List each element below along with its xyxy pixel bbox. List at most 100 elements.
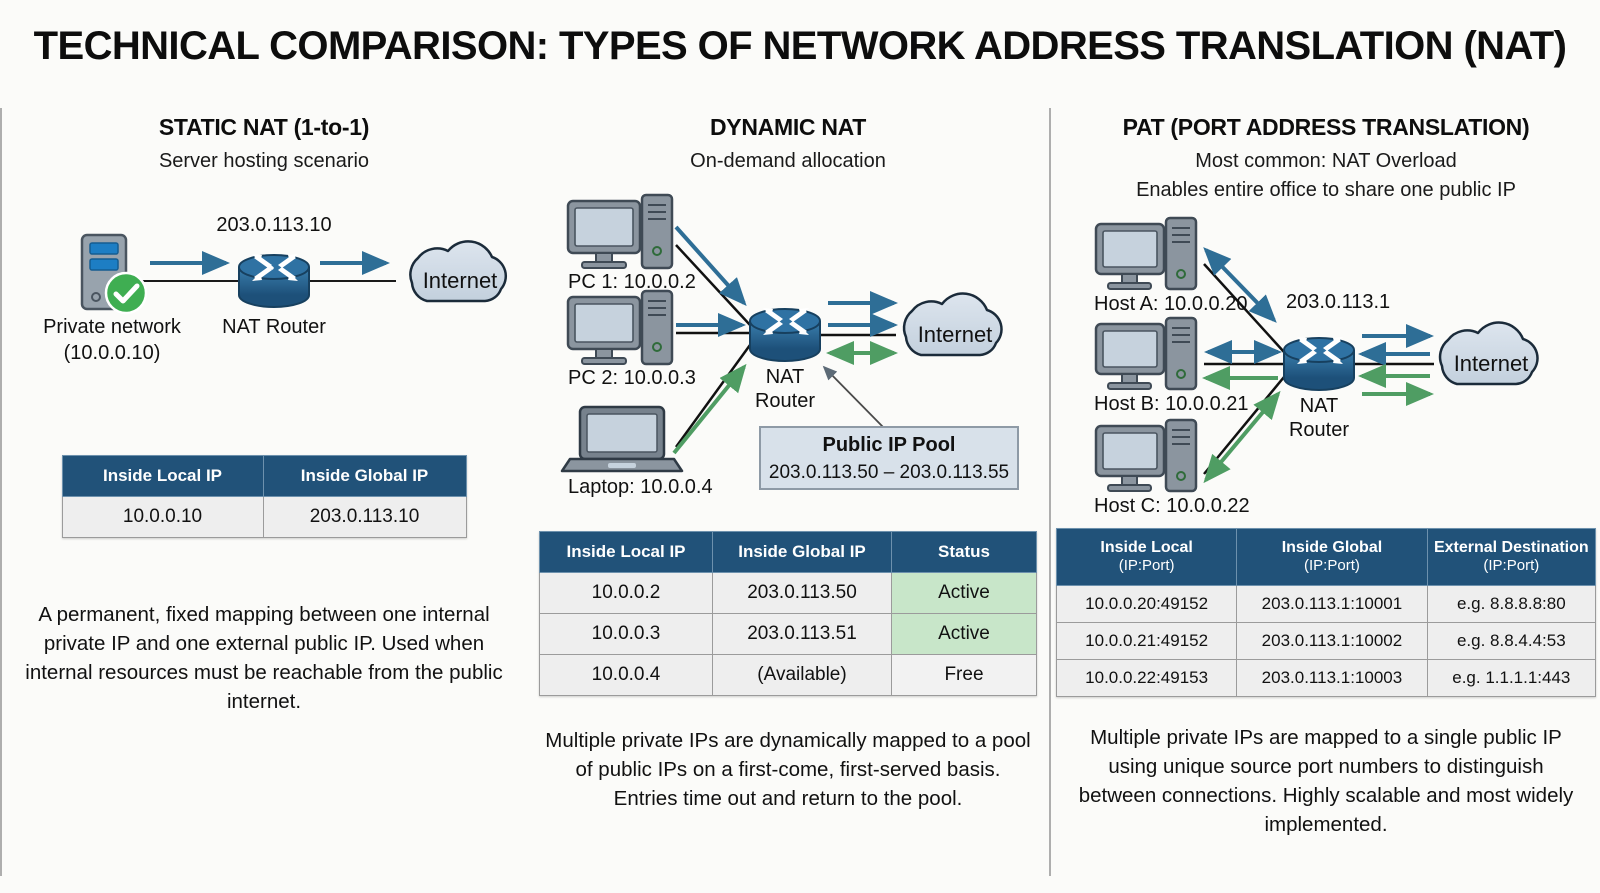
- router-label-static: NAT Router: [222, 316, 326, 338]
- panel-subtitle-static: Server hosting scenario: [158, 150, 370, 172]
- host-label-dyn-1: PC 1: 10.0.0.2: [568, 271, 696, 293]
- dynamic-nat-svg: PC 1: 10.0.0.2 PC 2: 10.0.0.3: [560, 193, 1019, 498]
- cell-status: Active: [891, 612, 1037, 655]
- header-sub: (IP:Port): [1483, 557, 1540, 575]
- cell-inside-local: 10.0.0.21:49152: [1055, 621, 1238, 660]
- col-header-external-destination: External Destination (IP:Port): [1426, 528, 1597, 586]
- table-header-row: Inside Local (IP:Port) Inside Global (IP…: [1055, 528, 1597, 586]
- col-header-inside-global: Inside Global (IP:Port): [1236, 528, 1428, 586]
- host-label-dyn-3: Laptop: 10.0.0.4: [568, 476, 713, 498]
- cell-inside-local: 10.0.0.4: [539, 653, 713, 696]
- laptop-icon: [560, 405, 684, 473]
- desktop-pc-icon: [566, 193, 674, 270]
- header-sub: (IP:Port): [1118, 557, 1175, 575]
- host-label-pat-2: Host B: 10.0.0.21: [1094, 393, 1249, 415]
- desktop-pc-icon: [566, 289, 674, 366]
- desktop-pc-icon: [1094, 418, 1198, 493]
- cell-inside-global: 203.0.113.1:10003: [1236, 658, 1428, 697]
- router-ip-pat: 203.0.113.1: [1286, 291, 1390, 313]
- router-icon: [1283, 337, 1355, 391]
- cloud-label-dyn: Internet: [918, 322, 993, 347]
- cell-inside-local: 10.0.0.3: [539, 612, 713, 655]
- router-label-pat-1: NAT: [1300, 395, 1339, 417]
- cell-inside-global: 203.0.113.10: [262, 495, 467, 538]
- table-dynamic-nat: Inside Local IP Inside Global IP Status …: [539, 531, 1037, 696]
- router-icon: [238, 254, 310, 308]
- table-row: 10.0.0.4 (Available) Free: [539, 653, 1037, 696]
- cloud-icon: [1438, 321, 1539, 386]
- cell-inside-global: 203.0.113.1:10002: [1236, 621, 1428, 660]
- header-sub: (IP:Port): [1304, 557, 1360, 575]
- panel-subtitle-pat-2: Enables entire office to share one publi…: [1136, 179, 1516, 201]
- table-row: 10.0.0.10 203.0.113.10: [61, 495, 467, 538]
- table-row: 10.0.0.3 203.0.113.51 Active: [539, 612, 1037, 655]
- host-label-pat-3: Host C: 10.0.0.22: [1094, 495, 1250, 517]
- cloud-label-static: Internet: [423, 268, 498, 293]
- router-label-pat-2: Router: [1289, 419, 1349, 441]
- panel-subtitle-dynamic: On-demand allocation: [690, 150, 886, 172]
- router-label-dyn-1: NAT: [766, 366, 805, 388]
- col-header-status: Status: [891, 531, 1037, 573]
- footnote-pat: Multiple private IPs are mapped to a sin…: [1078, 725, 1574, 836]
- col-header-inside-local: Inside Local IP: [61, 455, 264, 497]
- static-nat-svg: Internet 203.0.113.10 NAT Router Private…: [43, 214, 508, 364]
- column-divider-2: [1049, 108, 1051, 876]
- host-label-static-1: Private network: [43, 316, 182, 338]
- cell-inside-global: 203.0.113.51: [712, 612, 892, 655]
- table-header-row: Inside Local IP Inside Global IP Status: [539, 531, 1037, 573]
- panel-subtitle-pat-1: Most common: NAT Overload: [1195, 150, 1457, 172]
- table-row: 10.0.0.2 203.0.113.50 Active: [539, 571, 1037, 614]
- header-main: External Destination: [1433, 539, 1589, 556]
- page-title: TECHNICAL COMPARISON: TYPES OF NETWORK A…: [33, 24, 1567, 68]
- panel-static-nat: STATIC NAT (1-to-1) Server hosting scena…: [8, 100, 520, 880]
- panel-dynamic-nat: DYNAMIC NAT On-demand allocation: [528, 100, 1048, 880]
- col-header-inside-local: Inside Local IP: [539, 531, 713, 573]
- desktop-pc-icon: [1094, 216, 1198, 291]
- cell-inside-local: 10.0.0.10: [61, 495, 264, 538]
- table-header-row: Inside Local IP Inside Global IP: [61, 455, 467, 497]
- pat-svg: Host A: 10.0.0.20 Host B: 10.0.0.21: [1094, 216, 1539, 517]
- cell-inside-global: 203.0.113.1:10001: [1236, 584, 1428, 623]
- cloud-label-pat: Internet: [1454, 351, 1529, 376]
- header-main: Inside Global: [1281, 539, 1383, 556]
- table-row: 10.0.0.20:49152 203.0.113.1:10001 e.g. 8…: [1055, 584, 1597, 623]
- host-label-pat-1: Host A: 10.0.0.20: [1094, 293, 1247, 315]
- footnote-static: A permanent, fixed mapping between one i…: [25, 602, 503, 713]
- panel-title-pat: PAT (PORT ADDRESS TRANSLATION): [1122, 114, 1530, 140]
- router-label-dyn-2: Router: [755, 390, 815, 412]
- cloud-icon: [409, 240, 508, 303]
- col-header-inside-global: Inside Global IP: [712, 531, 892, 573]
- col-header-inside-global: Inside Global IP: [262, 455, 467, 497]
- cell-status: Free: [891, 653, 1037, 696]
- host-label-dyn-2: PC 2: 10.0.0.3: [568, 367, 696, 389]
- check-badge-icon: [104, 271, 148, 315]
- cell-inside-local: 10.0.0.2: [539, 571, 713, 614]
- col-header-inside-local: Inside Local (IP:Port): [1055, 528, 1238, 586]
- table-pat: Inside Local (IP:Port) Inside Global (IP…: [1055, 528, 1597, 697]
- router-icon: [749, 308, 821, 362]
- panel-title-dynamic: DYNAMIC NAT: [710, 114, 866, 140]
- cell-external-destination: e.g. 8.8.4.4:53: [1426, 621, 1597, 660]
- cell-status: Active: [891, 571, 1037, 614]
- cell-inside-local: 10.0.0.20:49152: [1055, 584, 1238, 623]
- router-ip-static: 203.0.113.10: [216, 214, 331, 236]
- cell-external-destination: e.g. 1.1.1.1:443: [1426, 658, 1597, 697]
- footnote-dynamic: Multiple private IPs are dynamically map…: [545, 728, 1031, 810]
- panel-title-static: STATIC NAT (1-to-1): [158, 114, 370, 140]
- header-main: Inside Local: [1100, 539, 1193, 556]
- table-static-nat: Inside Local IP Inside Global IP 10.0.0.…: [61, 455, 467, 538]
- desktop-pc-icon: [1094, 316, 1198, 391]
- table-row: 10.0.0.21:49152 203.0.113.1:10002 e.g. 8…: [1055, 621, 1597, 660]
- panel-pat: PAT (PORT ADDRESS TRANSLATION) Most comm…: [1055, 100, 1597, 880]
- cell-inside-local: 10.0.0.22:49153: [1055, 658, 1238, 697]
- cell-inside-global: (Available): [712, 653, 892, 696]
- column-divider-1: [0, 108, 2, 876]
- cell-external-destination: e.g. 8.8.8.8:80: [1426, 584, 1597, 623]
- cloud-icon: [902, 292, 1003, 357]
- host-label-static-2: (10.0.0.10): [64, 342, 161, 364]
- diagram-dynamic-nat: PC 1: 10.0.0.2 PC 2: 10.0.0.3: [528, 185, 1048, 517]
- pool-title: Public IP Pool: [823, 434, 956, 456]
- table-row: 10.0.0.22:49153 203.0.113.1:10003 e.g. 1…: [1055, 658, 1597, 697]
- pool-range: 203.0.113.50 – 203.0.113.55: [769, 462, 1009, 483]
